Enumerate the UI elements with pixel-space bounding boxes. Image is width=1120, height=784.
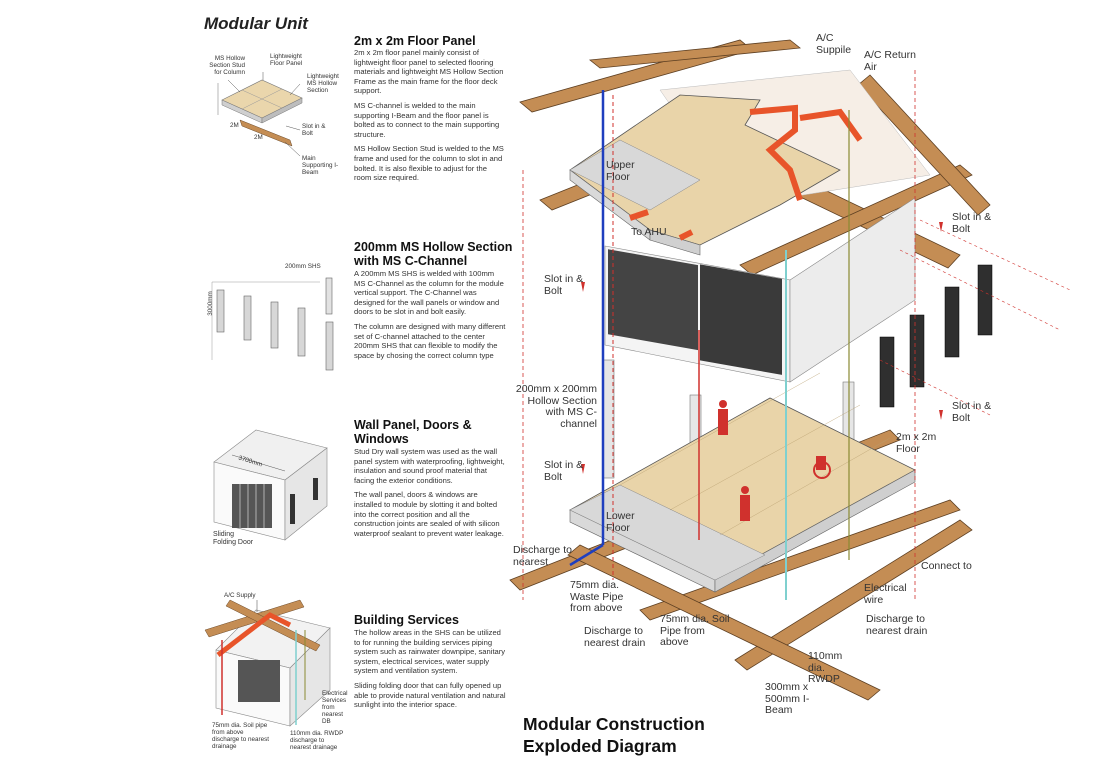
label-lower-floor: Lower Floor <box>606 510 635 534</box>
label-soil-pipe: 75mm dia. Soil pipe from above discharge… <box>212 722 270 750</box>
page-heading: Modular Unit <box>204 14 308 33</box>
diagram-title: Modular Construction Exploded Diagram <box>523 713 705 757</box>
label-200mm-shs: 200mm SHS <box>285 263 321 270</box>
label-electrical-wire: Electrical wire <box>864 582 907 606</box>
label-slot-3: Slot in & Bolt <box>952 400 992 424</box>
paragraph: Sliding folding door that can fully open… <box>354 680 506 710</box>
label-connect-to: Connect to <box>921 560 972 572</box>
label-2m-a: 2M <box>230 122 239 129</box>
paragraph: 2m x 2m floor panel mainly consist of li… <box>354 48 504 96</box>
diagram-title-line1: Modular Construction <box>523 714 705 734</box>
label-rwdp: 110mm dia. RWDP discharge to nearest dra… <box>290 730 344 751</box>
exploded-diagram <box>509 39 1071 701</box>
services-illustration <box>204 599 331 727</box>
label-sliding-door: Sliding Folding Door <box>213 531 254 546</box>
label-lightweight-ms: Lightweight MS Hollow Section <box>307 73 339 94</box>
paragraph: A 200mm MS SHS is welded with 100mm MS C… <box>354 269 504 317</box>
wall-panel-title: Wall Panel, Doors & Windows <box>354 418 472 446</box>
label-slot-2: Slot in & Bolt <box>544 273 584 297</box>
label-waste-pipe: 75mm dia. Waste Pipe from above <box>570 579 624 614</box>
floor-panel-title: 2m x 2m Floor Panel <box>354 34 476 48</box>
label-lightweight-floor: Lightweight Floor Panel <box>270 53 303 67</box>
label-ac-supply-main: A/C Suppile <box>816 32 852 56</box>
wall-panel-text: Stud Dry wall system was used as the wal… <box>354 447 506 543</box>
wall-panel-illustration <box>213 429 328 541</box>
label-soil-pipe-main: 75mm dia. Soil Pipe from above <box>660 613 730 648</box>
label-rwdp-main: 110mm dia. RWDP <box>808 650 843 685</box>
columns-illustration <box>211 277 334 371</box>
services-text: The hollow areas in the SHS can be utili… <box>354 628 506 715</box>
diagram-title-line2: Exploded Diagram <box>523 736 677 756</box>
label-upper-floor: Upper Floor <box>606 159 635 183</box>
label-ac-supply: A/C Supply <box>224 592 256 599</box>
paragraph: MS C-channel is welded to the main suppo… <box>354 100 500 139</box>
paragraph: The column are designed with many differ… <box>354 321 506 360</box>
paragraph: MS Hollow Section Stud is welded to the … <box>354 144 504 183</box>
label-2m-floor: 2m x 2m Floor <box>896 431 937 455</box>
label-ms-hollow-stud: MS Hollow Section Stud for Column <box>209 55 245 76</box>
label-ibeam: 300mm x 500mm I-Beam <box>765 681 810 716</box>
label-discharge-nearest: Discharge to nearest <box>513 544 572 568</box>
label-discharge-left: Discharge to nearest drain <box>584 625 646 649</box>
label-2m-b: 2M <box>254 134 263 141</box>
paragraph: Stud Dry wall system was used as the wal… <box>354 447 505 485</box>
label-slot-bolt: Slot in & Bolt <box>302 123 326 137</box>
floor-panel-text: 2m x 2m floor panel mainly consist of li… <box>354 48 506 188</box>
slot-arrows <box>581 222 943 474</box>
label-ac-return: A/C Return Air <box>864 49 916 73</box>
label-main-ibeam: Main Supporting I-Beam <box>302 155 339 176</box>
floor-panel-illustration <box>217 72 303 157</box>
services-title: Building Services <box>354 613 459 627</box>
label-electrical-services: Electrical Services from nearest DB <box>322 690 348 725</box>
paragraph: The wall panel, doors & windows are inst… <box>354 490 504 538</box>
label-to-ahu: To AHU <box>631 226 667 238</box>
label-discharge-right: Discharge to nearest drain <box>866 613 928 637</box>
label-3000mm: 3000mm <box>206 291 214 316</box>
label-slot-4: Slot in & Bolt <box>544 459 584 483</box>
label-hollow-section: 200mm x 200mm Hollow Section with MS C-c… <box>515 383 597 430</box>
paragraph: The hollow areas in the SHS can be utili… <box>354 628 506 676</box>
column-title: 200mm MS Hollow Section with MS C-Channe… <box>354 240 513 268</box>
label-slot-1: Slot in & Bolt <box>952 211 992 235</box>
column-text: A 200mm MS SHS is welded with 100mm MS C… <box>354 269 506 365</box>
